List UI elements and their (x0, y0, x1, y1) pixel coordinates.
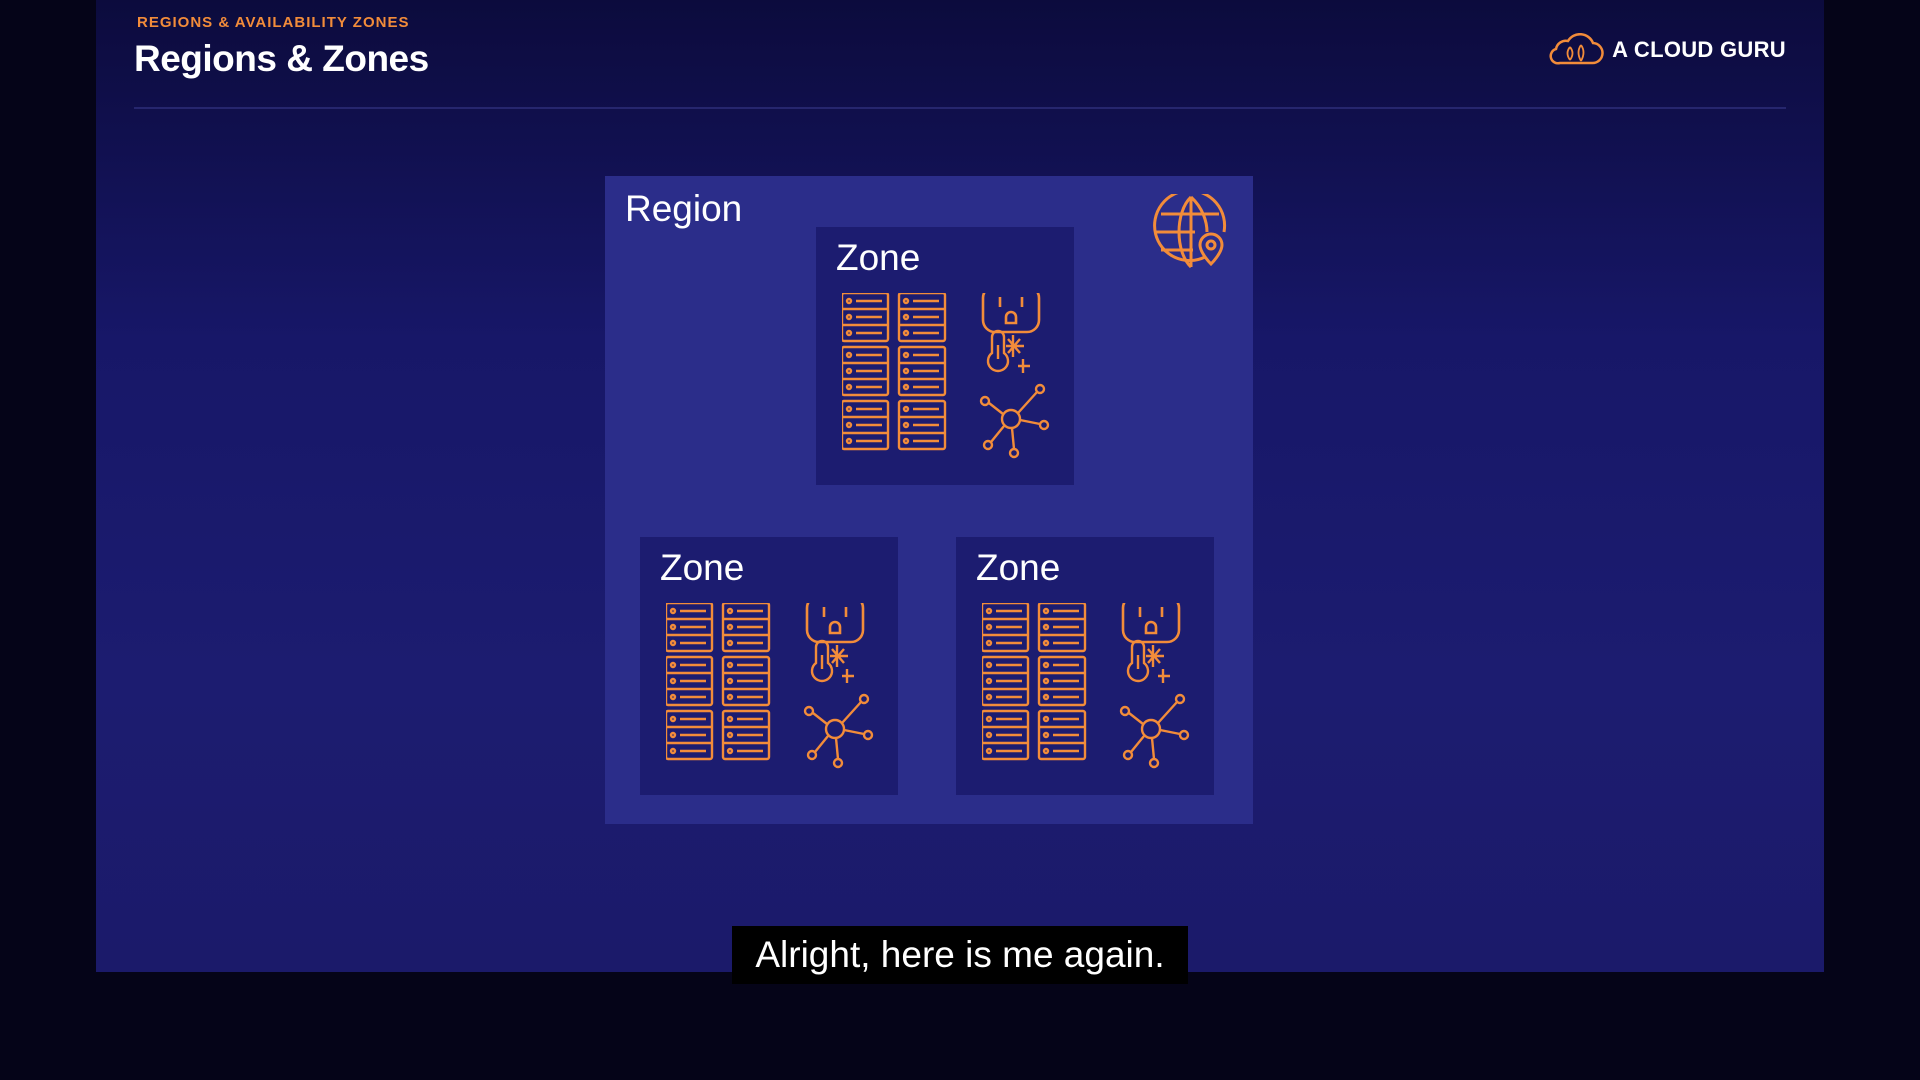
cooling-icon (1126, 639, 1170, 683)
power-outlet-icon (805, 594, 865, 644)
network-icon (1119, 693, 1190, 769)
cooling-icon (986, 329, 1030, 373)
slide-title: Regions & Zones (134, 38, 429, 79)
region-label: Region (625, 188, 743, 229)
zone-label: Zone (836, 237, 921, 278)
slide-kicker: REGIONS & AVAILABILITY ZONES (137, 14, 410, 31)
server-rack-icon (840, 291, 947, 451)
header-divider (134, 107, 1786, 109)
cooling-icon (810, 639, 854, 683)
network-icon (803, 693, 874, 769)
region-box: Region Zon (605, 176, 1253, 824)
brand-logo: A CLOUD GURU (1546, 33, 1786, 67)
zone-box: Zone (640, 537, 898, 795)
zone-infrastructure (664, 594, 876, 784)
zone-box: Zone (956, 537, 1214, 795)
zone-infrastructure (980, 594, 1192, 784)
subtitle-caption: Alright, here is me again. (732, 926, 1188, 984)
zone-infrastructure (840, 284, 1052, 474)
globe-location-icon (1153, 189, 1229, 275)
server-rack-icon (664, 601, 771, 761)
network-icon (979, 383, 1050, 459)
server-rack-icon (980, 601, 1087, 761)
brand-name: A CLOUD GURU (1612, 37, 1786, 62)
slide: REGIONS & AVAILABILITY ZONES Regions & Z… (96, 0, 1824, 972)
cloud-logo-icon (1549, 33, 1604, 65)
zone-label: Zone (660, 547, 745, 588)
power-outlet-icon (1121, 594, 1181, 644)
zone-label: Zone (976, 547, 1061, 588)
zone-box: Zone (816, 227, 1074, 485)
power-outlet-icon (981, 284, 1041, 334)
